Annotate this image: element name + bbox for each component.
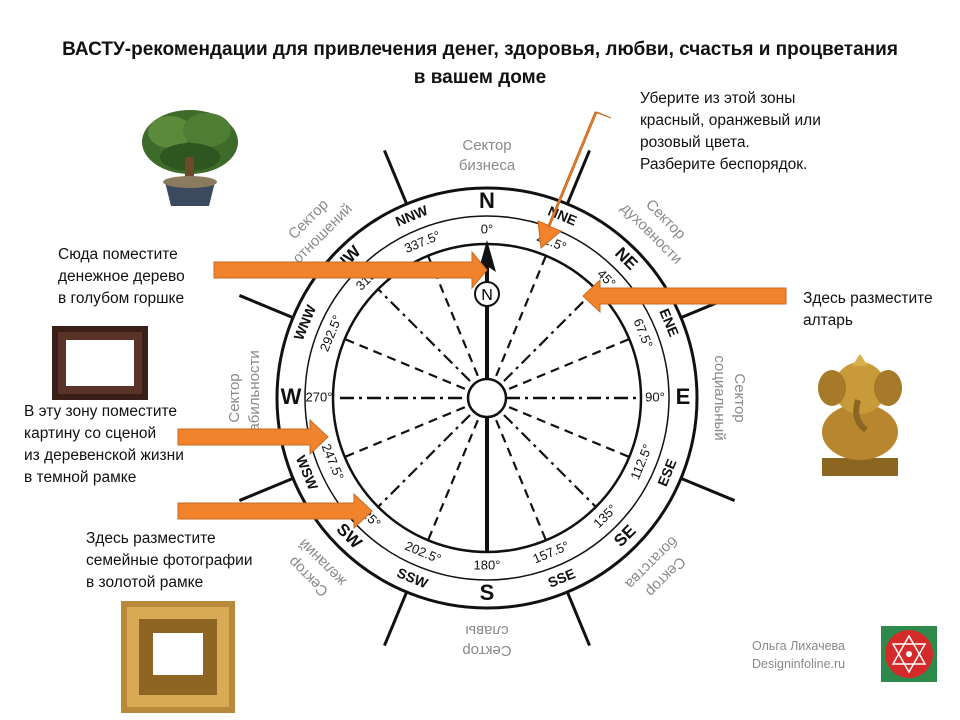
sector-label-line: славы [465, 622, 508, 639]
dark-frame-image [52, 326, 148, 400]
money-tree-image [142, 110, 238, 206]
outer-spoke [565, 149, 591, 205]
outer-spoke [383, 591, 409, 647]
degree-label: 180° [474, 557, 501, 572]
sector-label-line: социальный [711, 355, 728, 440]
north-mark-circle [474, 281, 500, 307]
direction-label: E [676, 384, 691, 409]
note-top-line: Уберите из этой зоны [640, 90, 796, 107]
outer-spoke [383, 149, 409, 205]
note-altar-line: Здесь разместите [803, 290, 933, 307]
center-circle [466, 377, 508, 419]
note-village-line: В эту зону поместите [24, 403, 178, 420]
sector-label-line: бизнеса [459, 157, 516, 174]
note-family-photos: Здесь разместите семейные фотографии в з… [86, 528, 276, 594]
minor-spoke [427, 419, 479, 541]
minor-spoke [344, 338, 466, 390]
diagonal-spoke [503, 414, 597, 508]
outer-spoke [565, 591, 591, 647]
arrow-top [537, 111, 612, 249]
note-altar: Здесь разместите алтарь [803, 288, 960, 332]
yantra-logo-image [881, 626, 937, 682]
note-family-line: семейные фотографии [86, 552, 253, 569]
note-money-tree: Сюда поместите денежное дерево в голубом… [58, 244, 228, 310]
sector-label-business: Сектор бизнеса [459, 137, 516, 174]
note-family-line: в золотой рамке [86, 574, 204, 591]
direction-label: W [281, 384, 302, 409]
minor-spoke [495, 419, 547, 541]
sector-label-line: стабильности [246, 350, 263, 445]
sector-label-fame: Сектор славы [462, 622, 511, 659]
outer-spoke [238, 294, 294, 320]
author-name: Ольга Лихачева [752, 639, 845, 653]
diagonal-spoke [377, 288, 471, 382]
note-top-line: розовый цвета. [640, 134, 750, 151]
sector-label-line: Сектор [462, 642, 511, 659]
direction-label: SW [333, 519, 366, 552]
note-village-line: из деревенской жизни [24, 447, 184, 464]
ganesha-statue-image [818, 354, 902, 476]
diagonal-spoke [503, 288, 597, 382]
sector-label-line: Сектор [226, 373, 243, 422]
title-line-2: в вашем доме [413, 67, 547, 88]
sector-label-line: Сектор [462, 137, 511, 154]
note-village-line: в темной рамке [24, 469, 137, 486]
note-money-line: денежное дерево [58, 268, 185, 285]
degree-label: 0° [481, 221, 493, 236]
author-credit: Ольга Лихачева Designinfoline.ru [752, 637, 845, 673]
minor-spoke [495, 255, 547, 377]
title-line-1: ВАСТУ-рекомендации для привлечения денег… [62, 39, 898, 60]
north-mark-letter: N [481, 287, 493, 304]
note-altar-line: алтарь [803, 312, 853, 329]
gold-frame-image [121, 601, 235, 713]
note-village-picture: В эту зону поместите картину со сценой и… [24, 401, 214, 489]
note-top: Уберите из этой зоны красный, оранжевый … [640, 88, 900, 176]
note-money-line: в голубом горшке [58, 290, 185, 307]
degree-label: 90° [645, 389, 665, 404]
note-top-line: красный, оранжевый или [640, 112, 821, 129]
note-top-line: Разберите беспорядок. [640, 156, 808, 173]
outer-spoke [680, 476, 736, 502]
minor-spoke [344, 406, 466, 458]
direction-label: S [480, 580, 495, 605]
diagonal-spoke [377, 414, 471, 508]
arrow-village-picture [177, 418, 329, 456]
note-family-line: Здесь разместите [86, 530, 216, 547]
note-money-line: Сюда поместите [58, 246, 178, 263]
author-site: Designinfoline.ru [752, 657, 846, 671]
arrow-family-photos [177, 492, 373, 530]
sector-label-line: Сектор [731, 373, 748, 422]
direction-label: N [479, 188, 495, 213]
minor-spoke [508, 338, 630, 390]
note-village-line: картину со сценой [24, 425, 157, 442]
direction-label: NNW [393, 202, 431, 230]
outer-spoke [238, 476, 294, 502]
degree-label: 270° [306, 389, 333, 404]
minor-spoke [508, 406, 630, 458]
page-title: ВАСТУ-рекомендации для привлечения денег… [0, 36, 960, 92]
arrow-money-tree [213, 250, 488, 290]
degree-ring-outer [304, 215, 670, 581]
outer-ring [275, 186, 699, 610]
arrow-altar [582, 278, 787, 314]
